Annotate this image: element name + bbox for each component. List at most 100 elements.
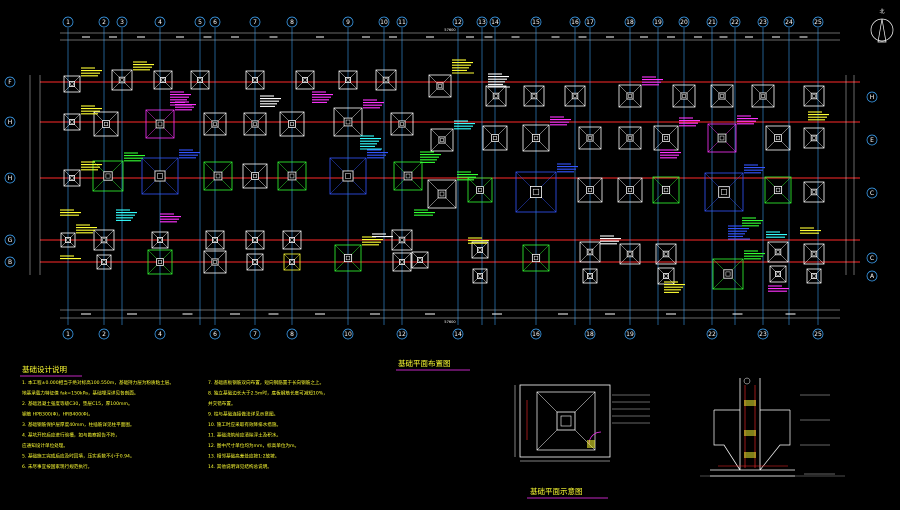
grid-label-text: 6 [213,19,217,26]
grid-bubble-bottom: 19 [624,328,636,340]
footing [482,125,508,151]
grid-label-text: 5 [198,19,202,26]
footing [96,254,112,270]
footing [582,268,598,284]
grid-bubble-top: 17 [584,16,596,28]
grid-label-text: 23 [759,331,767,338]
note-line: 6. 未尽事宜按国家现行规范执行。 [22,463,92,470]
footing [522,244,550,272]
grid-bubble-bottom: 22 [706,328,718,340]
grid-label-text: A [870,273,875,280]
grid-label-text: G [8,237,13,244]
grid-label-text: 22 [708,331,716,338]
footing [472,268,488,284]
footing [806,268,822,284]
footing [203,161,233,191]
grid-bubble-top: 18 [624,16,636,28]
grid-bubble-top: 22 [729,16,741,28]
footing [765,125,791,151]
grid-label-text: 1 [66,19,70,26]
grid-label-text: 11 [398,19,406,26]
note-line: 钢筋 HPB300(Φ)，HRB400(Φ)。 [22,411,93,418]
footings [60,69,825,290]
grid-label-text: 19 [654,19,662,26]
note-line: 5. 基础施工完成后应及时回填，压实系数不小于0.94。 [22,453,135,460]
note-line: 12. 图中尺寸单位均为mm，标高单位为m。 [208,442,299,449]
note-line: 3. 基础钢筋保护层厚度40mm，柱插筋详见柱平面图。 [22,421,135,428]
footing [282,230,302,250]
footing [393,161,423,191]
footing-annotations [60,36,829,315]
grid-bubble-bottom: 1 [62,328,74,340]
footing [485,85,507,107]
grid-label-text: 7 [253,331,257,338]
footing [578,126,602,150]
footing [579,241,601,263]
footing [652,176,680,204]
grid-label-text: H [8,175,13,182]
footing [63,75,81,93]
footing [151,231,169,249]
grid-label-text: B [8,259,12,266]
footing-detail: 基础平面示意图 [514,384,650,499]
footing [60,232,76,248]
overall-dimension-top: 57600 [444,28,456,32]
footing [515,171,557,213]
footing [333,107,363,137]
grid-label-text: 15 [532,19,540,26]
footing [430,128,454,152]
grid-label-text: 3 [120,19,124,26]
footing [245,230,265,250]
footing [657,267,675,285]
grid-label-text: 16 [571,19,579,26]
grid-bubble-right: C [866,187,878,199]
grid-bubble-top: 13 [476,16,488,28]
footing [471,241,489,259]
grid-label-text: 16 [532,331,540,338]
grid-label-text: C [870,190,874,197]
note-line: 4. 基坑开挖后应进行验槽，如与勘察报告不符， [22,432,120,439]
grid-label-text: 12 [454,19,462,26]
footing [392,252,412,272]
note-line: 14. 其他说明详见结构总说明。 [208,463,272,470]
footing [391,229,413,251]
grid-label-text: 4 [158,19,162,26]
grid-label-text: 20 [680,19,688,26]
grid-label-text: 24 [785,19,793,26]
notes-title: 基础设计说明 [22,364,67,374]
footing [279,111,305,137]
grid-label-text: F [8,79,12,86]
grid-bubble-bottom: 18 [584,328,596,340]
footing [246,253,264,271]
footing [467,177,493,203]
note-line: 应通知设计单位处理。 [22,442,68,449]
grid-bubble-top: 25 [812,16,824,28]
grid-bubble-bottom: 12 [396,328,408,340]
grid-label-text: C [870,255,874,262]
grid-label-text: 1 [66,331,70,338]
grid-bubble-top: 9 [342,16,354,28]
grid-bubble-top: 1 [62,16,74,28]
grid-label-text: 9 [346,19,350,26]
footing [277,161,307,191]
grid-bubble-bottom: 14 [452,328,464,340]
grid-bubble-top: 11 [396,16,408,28]
footing [390,112,414,136]
footing [564,85,586,107]
grid-bubble-top: 23 [757,16,769,28]
grid-bubble-top: 7 [249,16,261,28]
grid-bubble-top: 19 [652,16,664,28]
grid-label-text: 22 [731,19,739,26]
footing [523,85,545,107]
grid-bubble-bottom: 8 [286,328,298,340]
footing [618,84,642,108]
grid-bubble-bottom: 10 [342,328,354,340]
note-line: 1. 本工程±0.000相当于绝对标高100.550m，基础持力层为粉质粘土层。 [22,379,174,386]
footing [427,179,457,209]
grid-label-text: H [8,119,13,126]
grid-label-text: 6 [213,331,217,338]
notes-middle-column: 7. 基础底板钢筋双向布置，短向钢筋置于长向钢筋之上。8. 独立基础边长大于2.… [208,379,328,470]
footing [334,244,362,272]
